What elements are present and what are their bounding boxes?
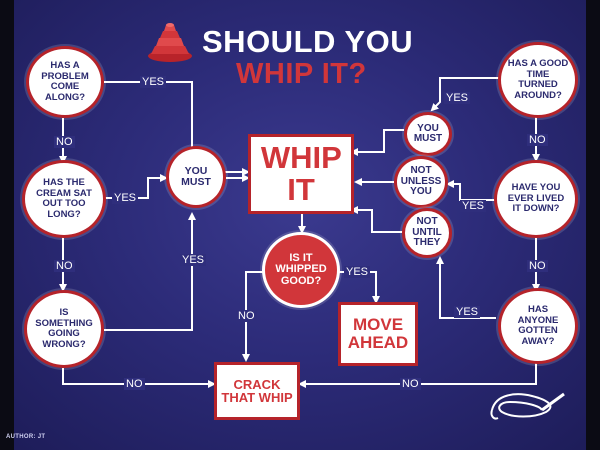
label-yes-gotten: YES	[454, 306, 481, 318]
label-yes-problem: YES	[140, 76, 167, 88]
title-line-2: WHIP IT?	[236, 58, 367, 90]
label-yes-cream: YES	[112, 192, 139, 204]
node-you-must-left: YOU MUST	[166, 146, 226, 208]
label-no-wrong: NO	[124, 378, 145, 390]
node-has-problem: HAS A PROBLEM COME ALONG?	[26, 46, 104, 118]
energy-dome-hat-icon	[146, 18, 194, 64]
node-lived-it-down: HAVE YOU EVER LIVED IT DOWN?	[494, 160, 578, 238]
whip-icon	[486, 388, 570, 428]
label-no-good-time: NO	[527, 134, 548, 146]
edge-notuntil-whip	[350, 206, 404, 233]
edge-youmustr-whip	[350, 129, 404, 156]
node-something-wrong: IS SOMETHING GOING WRONG?	[24, 290, 104, 368]
node-crack-that-whip: CRACK THAT WHIP	[214, 362, 300, 420]
node-whipped-good: IS IT WHIPPED GOOD?	[262, 232, 340, 308]
edge-lived-yes	[446, 180, 496, 201]
label-no-whipped: NO	[236, 310, 257, 322]
edge-wrong-no	[62, 368, 216, 388]
edge-wrong-yes	[104, 212, 196, 331]
node-anyone-gotten-away: HAS ANYONE GOTTEN AWAY?	[498, 288, 578, 364]
label-no-lived: NO	[527, 260, 548, 272]
label-no-cream: NO	[54, 260, 75, 272]
title-line-1: SHOULD YOU	[202, 24, 414, 59]
node-good-time: HAS A GOOD TIME TURNED AROUND?	[498, 42, 578, 118]
edge-whipped-no	[242, 271, 264, 362]
label-no-problem: NO	[54, 136, 75, 148]
label-yes-lived: YES	[460, 200, 487, 212]
edge-gotten-yes	[436, 256, 496, 319]
label-yes-good-time: YES	[444, 92, 471, 104]
node-has-cream: HAS THE CREAM SAT OUT TOO LONG?	[22, 160, 106, 238]
author-credit: AUTHOR: JT	[6, 434, 46, 440]
edge-goodtime-yes	[430, 77, 500, 112]
node-not-until-they: NOT UNTIL THEY	[402, 208, 452, 258]
node-whip-it: WHIP IT	[248, 134, 354, 214]
node-not-unless-you: NOT UNLESS YOU	[394, 156, 448, 208]
edge-gotten-no	[298, 362, 537, 388]
node-you-must-right: YOU MUST	[404, 112, 452, 156]
node-move-ahead: MOVE AHEAD	[338, 302, 418, 366]
label-yes-whipped: YES	[344, 266, 371, 278]
label-yes-wrong: YES	[180, 254, 207, 266]
label-no-gotten: NO	[400, 378, 421, 390]
